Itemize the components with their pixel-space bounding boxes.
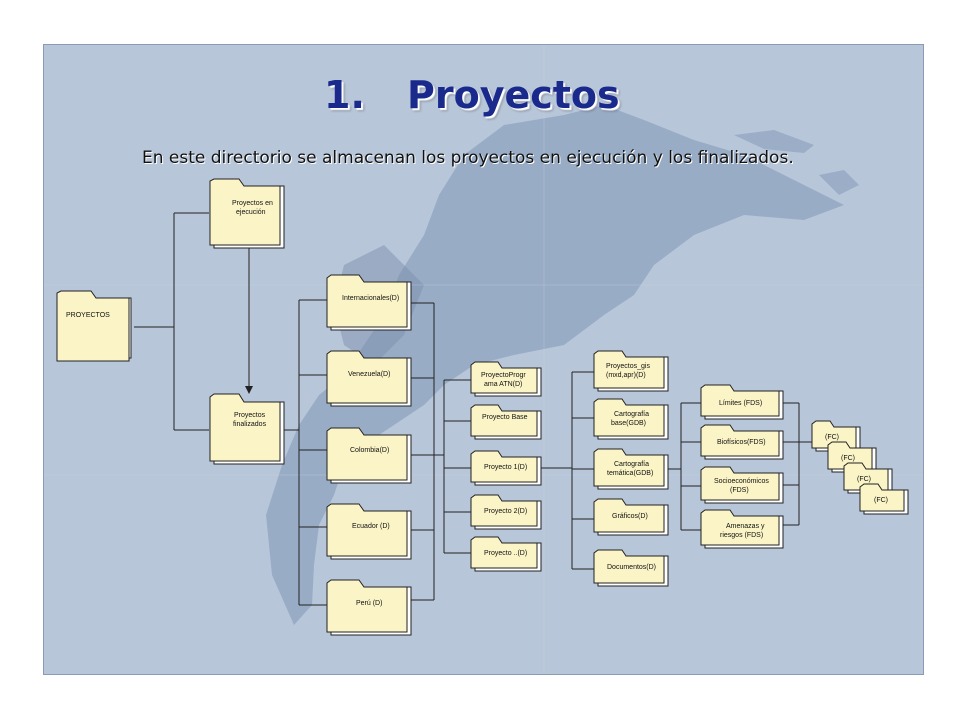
folder-label: Proyecto Base bbox=[482, 414, 528, 421]
folder-proyectos-gis: Proyectos_gis (mxd,apr)(D) bbox=[593, 350, 669, 392]
folder-label: Proyecto 1(D) bbox=[484, 464, 527, 471]
folder-label: (FC) bbox=[874, 497, 888, 504]
folder-fc-4: (FC) bbox=[859, 483, 909, 515]
folder-label: Internacionales(D) bbox=[342, 295, 399, 302]
folder-label: Socioeconómicos bbox=[714, 478, 769, 485]
slide-subtitle: En este directorio se almacenan los proy… bbox=[142, 148, 794, 168]
folder-label: temática(GDB) bbox=[607, 470, 653, 477]
folder-label: Documentos(D) bbox=[607, 564, 656, 571]
folder-label: PROYECTOS bbox=[66, 312, 110, 319]
folder-socioeconomicos: Socioeconómicos (FDS) bbox=[700, 466, 784, 504]
folder-label: Gráficos(D) bbox=[612, 513, 648, 520]
folder-label: (FC) bbox=[841, 455, 855, 462]
folder-label: Proyectos bbox=[234, 412, 266, 419]
folder-label: ProyectoProgr bbox=[481, 372, 526, 379]
folder-label: Proyectos en bbox=[232, 200, 273, 207]
folder-label: riesgos (FDS) bbox=[720, 532, 763, 539]
folder-colombia: Colombia(D) bbox=[326, 427, 412, 484]
folder-label: ama ATN(D) bbox=[484, 381, 522, 388]
folder-ecuador: Ecuador (D) bbox=[326, 503, 412, 560]
folder-label: Biofísicos(FDS) bbox=[717, 439, 766, 446]
folder-proyecto-programa: ProyectoProgr ama ATN(D) bbox=[470, 361, 542, 397]
folder-label: Cartografía bbox=[614, 411, 649, 418]
folder-documentos: Documentos(D) bbox=[593, 549, 669, 587]
slide: 1. Proyectos En este directorio se almac… bbox=[43, 44, 924, 675]
folder-label: Límites (FDS) bbox=[719, 400, 762, 407]
map-caribbean-island bbox=[734, 130, 814, 153]
folder-cartografia-base: Cartografía base(GDB) bbox=[593, 398, 669, 440]
folder-proyecto-n: Proyecto ..(D) bbox=[470, 536, 542, 572]
folder-fc-1: (FC) bbox=[811, 420, 861, 452]
folder-en-ejecucion: Proyectos en ejecución bbox=[209, 178, 285, 249]
folder-amenazas: Amenazas y riesgos (FDS) bbox=[700, 509, 784, 549]
folder-label: Amenazas y bbox=[726, 523, 765, 530]
folder-biofisicos: Biofísicos(FDS) bbox=[700, 424, 784, 460]
map-island-2 bbox=[819, 170, 859, 195]
folder-fc-2: (FC) bbox=[827, 441, 877, 473]
connector-lines bbox=[134, 212, 812, 606]
folder-fc-3: (FC) bbox=[843, 462, 893, 494]
title-text: Proyectos bbox=[407, 73, 620, 117]
folder-label: (FDS) bbox=[730, 487, 749, 494]
folder-label: Colombia(D) bbox=[350, 447, 389, 454]
folder-label: Proyecto 2(D) bbox=[484, 508, 527, 515]
folder-label: (FC) bbox=[825, 434, 839, 441]
folder-internacionales: Internacionales(D) bbox=[326, 274, 412, 331]
folder-finalizados: Proyectos finalizados bbox=[209, 393, 285, 465]
folder-tree-diagram: PROYECTOS Proyectos en ejecución Proyect… bbox=[56, 178, 909, 636]
folder-label: (FC) bbox=[857, 476, 871, 483]
folder-label: finalizados bbox=[233, 421, 267, 428]
folder-label: Perú (D) bbox=[356, 600, 382, 607]
folder-label: ejecución bbox=[236, 209, 266, 216]
folder-proyecto-base: Proyecto Base bbox=[470, 404, 542, 440]
folder-label: (mxd,apr)(D) bbox=[606, 372, 646, 379]
folder-peru: Perú (D) bbox=[326, 579, 412, 636]
folder-proyectos: PROYECTOS bbox=[56, 290, 132, 362]
title-number: 1. bbox=[324, 73, 365, 117]
folder-label: Proyectos_gis bbox=[606, 363, 650, 370]
folder-label: base(GDB) bbox=[611, 420, 646, 427]
folder-proyecto-2: Proyecto 2(D) bbox=[470, 494, 542, 530]
folder-label: Cartografía bbox=[614, 461, 649, 468]
folder-label: Proyecto ..(D) bbox=[484, 550, 527, 557]
folder-cartografia-tematica: Cartografía temática(GDB) bbox=[593, 448, 669, 490]
folder-graficos: Gráficos(D) bbox=[593, 498, 669, 536]
folder-limites: Límites (FDS) bbox=[700, 384, 784, 420]
folder-label: Venezuela(D) bbox=[348, 371, 390, 378]
folder-label: Ecuador (D) bbox=[352, 523, 390, 530]
folder-venezuela: Venezuela(D) bbox=[326, 350, 412, 407]
folder-proyecto-1: Proyecto 1(D) bbox=[470, 450, 542, 486]
